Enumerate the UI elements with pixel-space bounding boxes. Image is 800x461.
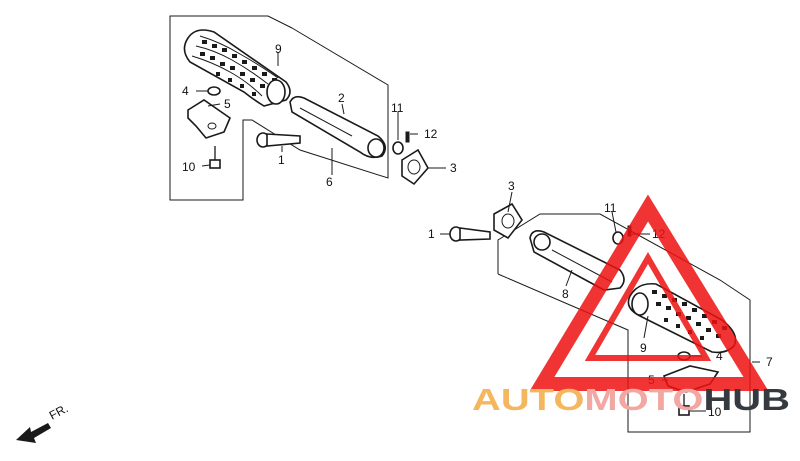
cotter-pin-front-12 — [405, 131, 410, 143]
label-4-rear: 4 — [716, 349, 723, 363]
label-4-front: 4 — [182, 84, 189, 98]
label-8: 8 — [562, 287, 569, 301]
label-12-front: 12 — [424, 127, 438, 141]
label-10-front: 10 — [182, 160, 196, 174]
bolt-front-10 — [209, 146, 221, 169]
plate-front — [187, 99, 231, 139]
label-11-front: 11 — [391, 101, 404, 115]
label-11-rear: 11 — [604, 201, 617, 215]
footpeg-bar-front — [289, 95, 386, 159]
watermark-triangle-icon — [529, 194, 769, 391]
collar-front — [207, 86, 221, 96]
label-2: 2 — [338, 91, 345, 105]
label-7: 7 — [766, 355, 773, 369]
group-outline-front-left — [169, 15, 389, 201]
label-3-front: 3 — [450, 161, 457, 175]
rubber-ring-front-3 — [401, 148, 429, 186]
label-5-front: 5 — [224, 97, 231, 111]
watermark-hub: HUB — [703, 382, 790, 417]
watermark-moto: MOTO — [584, 382, 703, 417]
label-1-front: 1 — [278, 153, 285, 167]
label-3-rear: 3 — [508, 179, 515, 193]
washer-front-11 — [392, 141, 404, 155]
watermark-auto: AUTO — [472, 382, 584, 417]
front-direction-label: FR. — [47, 401, 71, 422]
pin-rear-1 — [449, 226, 491, 242]
label-6: 6 — [326, 175, 333, 189]
footpeg-rubber-front — [183, 29, 291, 107]
label-10-rear: 10 — [708, 405, 722, 419]
leader-lines-front — [196, 52, 446, 175]
bolt-rear-10 — [678, 394, 690, 416]
front-direction-arrow: FR. — [16, 401, 70, 443]
rubber-ring-rear-3 — [493, 202, 523, 240]
label-1-rear: 1 — [428, 227, 435, 241]
pin-front-1 — [256, 132, 301, 148]
label-9-rear: 9 — [640, 341, 647, 355]
label-9-front: 9 — [275, 42, 282, 56]
